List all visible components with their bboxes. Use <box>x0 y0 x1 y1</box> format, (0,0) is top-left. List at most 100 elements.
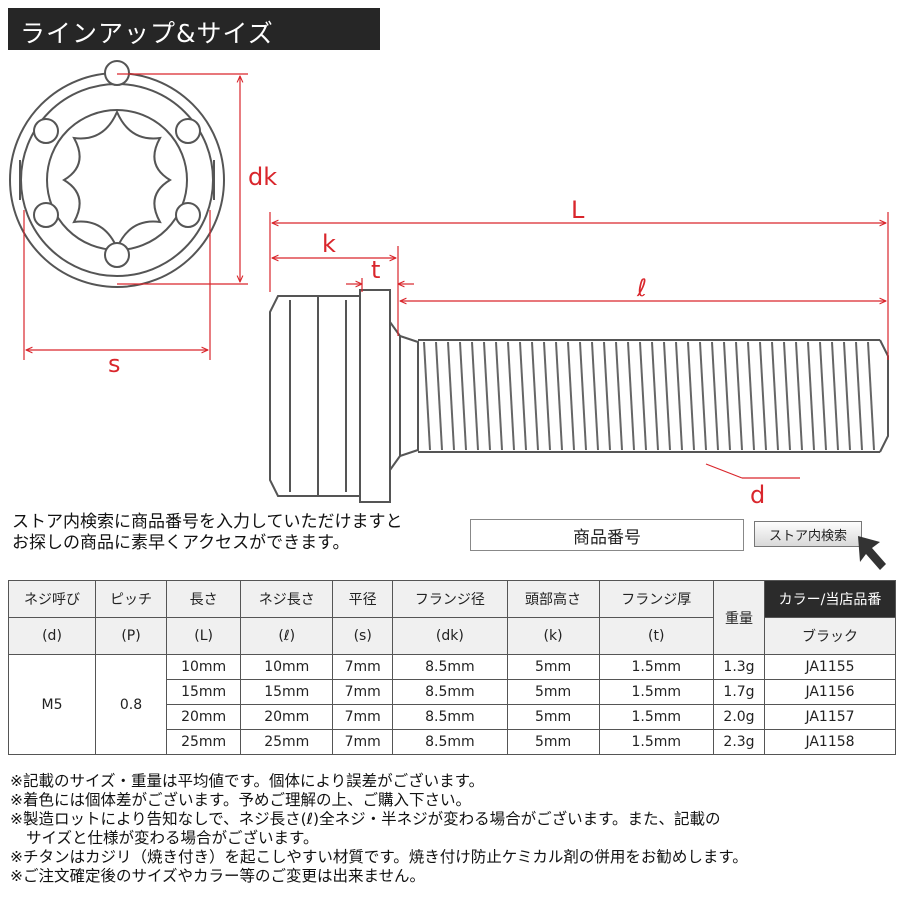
note-line: ※着色には個体差がございます。予めご理解の上、ご購入下さい。 <box>10 791 471 809</box>
bolt-dimension-diagram: dk s L k t ℓ <box>9 60 889 509</box>
thread-line <box>519 341 527 451</box>
thread-line <box>843 341 851 451</box>
head-height-cell: 5mm <box>506 704 600 730</box>
thread-line <box>759 341 767 451</box>
thread-line <box>867 341 875 451</box>
l-label: ℓ <box>636 274 647 302</box>
store-search-button[interactable]: ストア内検索 <box>754 521 862 547</box>
flange-thickness-cell: 1.5mm <box>598 654 714 680</box>
section-title: ラインアップ&サイズ <box>20 19 274 48</box>
thread-length-cell: 20mm <box>240 704 334 730</box>
product-code-cell: JA1157 <box>764 704 896 730</box>
k-dimension <box>272 246 399 336</box>
pitch-cell: 0.8 <box>95 654 167 755</box>
header-unit-cell: (t) <box>598 617 714 655</box>
header-cell: ピッチ <box>95 580 167 618</box>
flange-diameter-cell: 8.5mm <box>392 679 508 705</box>
arrow-cursor-icon <box>858 536 886 570</box>
note-line: ※チタンはカジリ（焼き付き）を起こしやすい材質です。焼き付け防止ケミカル剤の併用… <box>10 848 748 866</box>
flange-diameter-cell: 8.5mm <box>392 704 508 730</box>
thread-line <box>495 341 503 451</box>
header-unit-cell: (d) <box>8 617 96 655</box>
header-unit-cell: (dk) <box>392 617 508 655</box>
thread-line <box>543 341 551 451</box>
flange-diameter-cell: 8.5mm <box>392 654 508 680</box>
color-name-cell: ブラック <box>764 617 896 655</box>
weight-cell: 2.3g <box>713 729 765 755</box>
thread-line <box>567 341 575 451</box>
head-height-cell: 5mm <box>506 729 600 755</box>
header-unit-cell: (ℓ) <box>240 617 334 655</box>
search-placeholder: 商品番号 <box>573 527 641 548</box>
header-cell: フランジ径 <box>392 580 508 618</box>
t-label: t <box>371 256 380 284</box>
header-cell: ネジ長さ <box>240 580 334 618</box>
thread-line <box>675 341 683 451</box>
product-code-cell: JA1155 <box>764 654 896 680</box>
s-dimension <box>23 210 211 360</box>
length-cell: 10mm <box>165 654 242 680</box>
bolt-side-view <box>269 289 889 503</box>
search-instruction: ストア内検索に商品番号を入力していただけますと お探しの商品に素早くアクセスがで… <box>12 512 403 554</box>
thread-line <box>831 341 839 451</box>
thread-line <box>663 341 671 451</box>
flange-diameter-cell: 8.5mm <box>392 729 508 755</box>
weight-cell: 1.3g <box>713 654 765 680</box>
flange-thickness-cell: 1.5mm <box>598 679 714 705</box>
note-line: ※ご注文確定後のサイズやカラー等のご変更は出来ません。 <box>10 867 426 885</box>
thread-line <box>855 341 863 451</box>
search-instruction-line: お探しの商品に素早くアクセスができます。 <box>12 533 350 553</box>
width-cell: 7mm <box>332 729 394 755</box>
thread-line <box>615 341 623 451</box>
thread-line <box>435 341 443 451</box>
header-unit-cell: (k) <box>506 617 600 655</box>
notes-section: ※記載のサイズ・重量は平均値です。個体により誤差がございます。 ※着色には個体差… <box>10 772 748 886</box>
thread-line <box>579 341 587 451</box>
thread-line <box>723 341 731 451</box>
k-label: k <box>322 230 336 258</box>
header-cell: 平径 <box>332 580 394 618</box>
product-number-search-input[interactable]: 商品番号 <box>470 519 744 551</box>
L-dimension <box>269 212 889 360</box>
head-height-cell: 5mm <box>506 654 600 680</box>
thread-length-cell: 15mm <box>240 679 334 705</box>
thread-line <box>795 341 803 451</box>
d-label: d <box>750 481 765 509</box>
t-dimension <box>346 278 414 292</box>
thread-line <box>483 341 491 451</box>
thread-lines <box>423 341 875 451</box>
note-line: ※製造ロットにより告知なしで、ネジ長さ(ℓ)全ネジ・半ネジが変わる場合がございま… <box>10 810 721 828</box>
search-instruction-line: ストア内検索に商品番号を入力していただけますと <box>12 512 403 532</box>
width-cell: 7mm <box>332 679 394 705</box>
thread-line <box>819 341 827 451</box>
length-cell: 25mm <box>165 729 242 755</box>
thread-line <box>471 341 479 451</box>
weight-cell: 1.7g <box>713 679 765 705</box>
thread-line <box>771 341 779 451</box>
thread-line <box>447 341 455 451</box>
section-title-bar: ラインアップ&サイズ <box>8 8 380 50</box>
weight-cell: 2.0g <box>713 704 765 730</box>
flange-thickness-cell: 1.5mm <box>598 729 714 755</box>
product-code-cell: JA1158 <box>764 729 896 755</box>
header-unit-cell: (s) <box>332 617 394 655</box>
thread-length-cell: 10mm <box>240 654 334 680</box>
length-cell: 15mm <box>165 679 242 705</box>
length-cell: 20mm <box>165 704 242 730</box>
thread-line <box>699 341 707 451</box>
header-unit-cell: (P) <box>95 617 167 655</box>
thread-line <box>591 341 599 451</box>
dk-dimension <box>117 73 248 285</box>
flange-thickness-cell: 1.5mm <box>598 704 714 730</box>
thread-line <box>459 341 467 451</box>
thread-line <box>531 341 539 451</box>
spec-table: ネジ呼び ピッチ 長さ ネジ長さ 平径 フランジ径 頭部高さ フランジ厚 重量 … <box>8 580 896 755</box>
header-cell: 長さ <box>165 580 242 618</box>
thread-line <box>423 341 431 451</box>
header-cell: 頭部高さ <box>506 580 600 618</box>
d-leader <box>705 463 800 479</box>
header-cell: フランジ厚 <box>598 580 714 618</box>
note-line: ※記載のサイズ・重量は平均値です。個体により誤差がございます。 <box>10 772 485 790</box>
color-header-cell: カラー/当店品番 <box>764 580 896 618</box>
header-unit-cell: (L) <box>165 617 242 655</box>
